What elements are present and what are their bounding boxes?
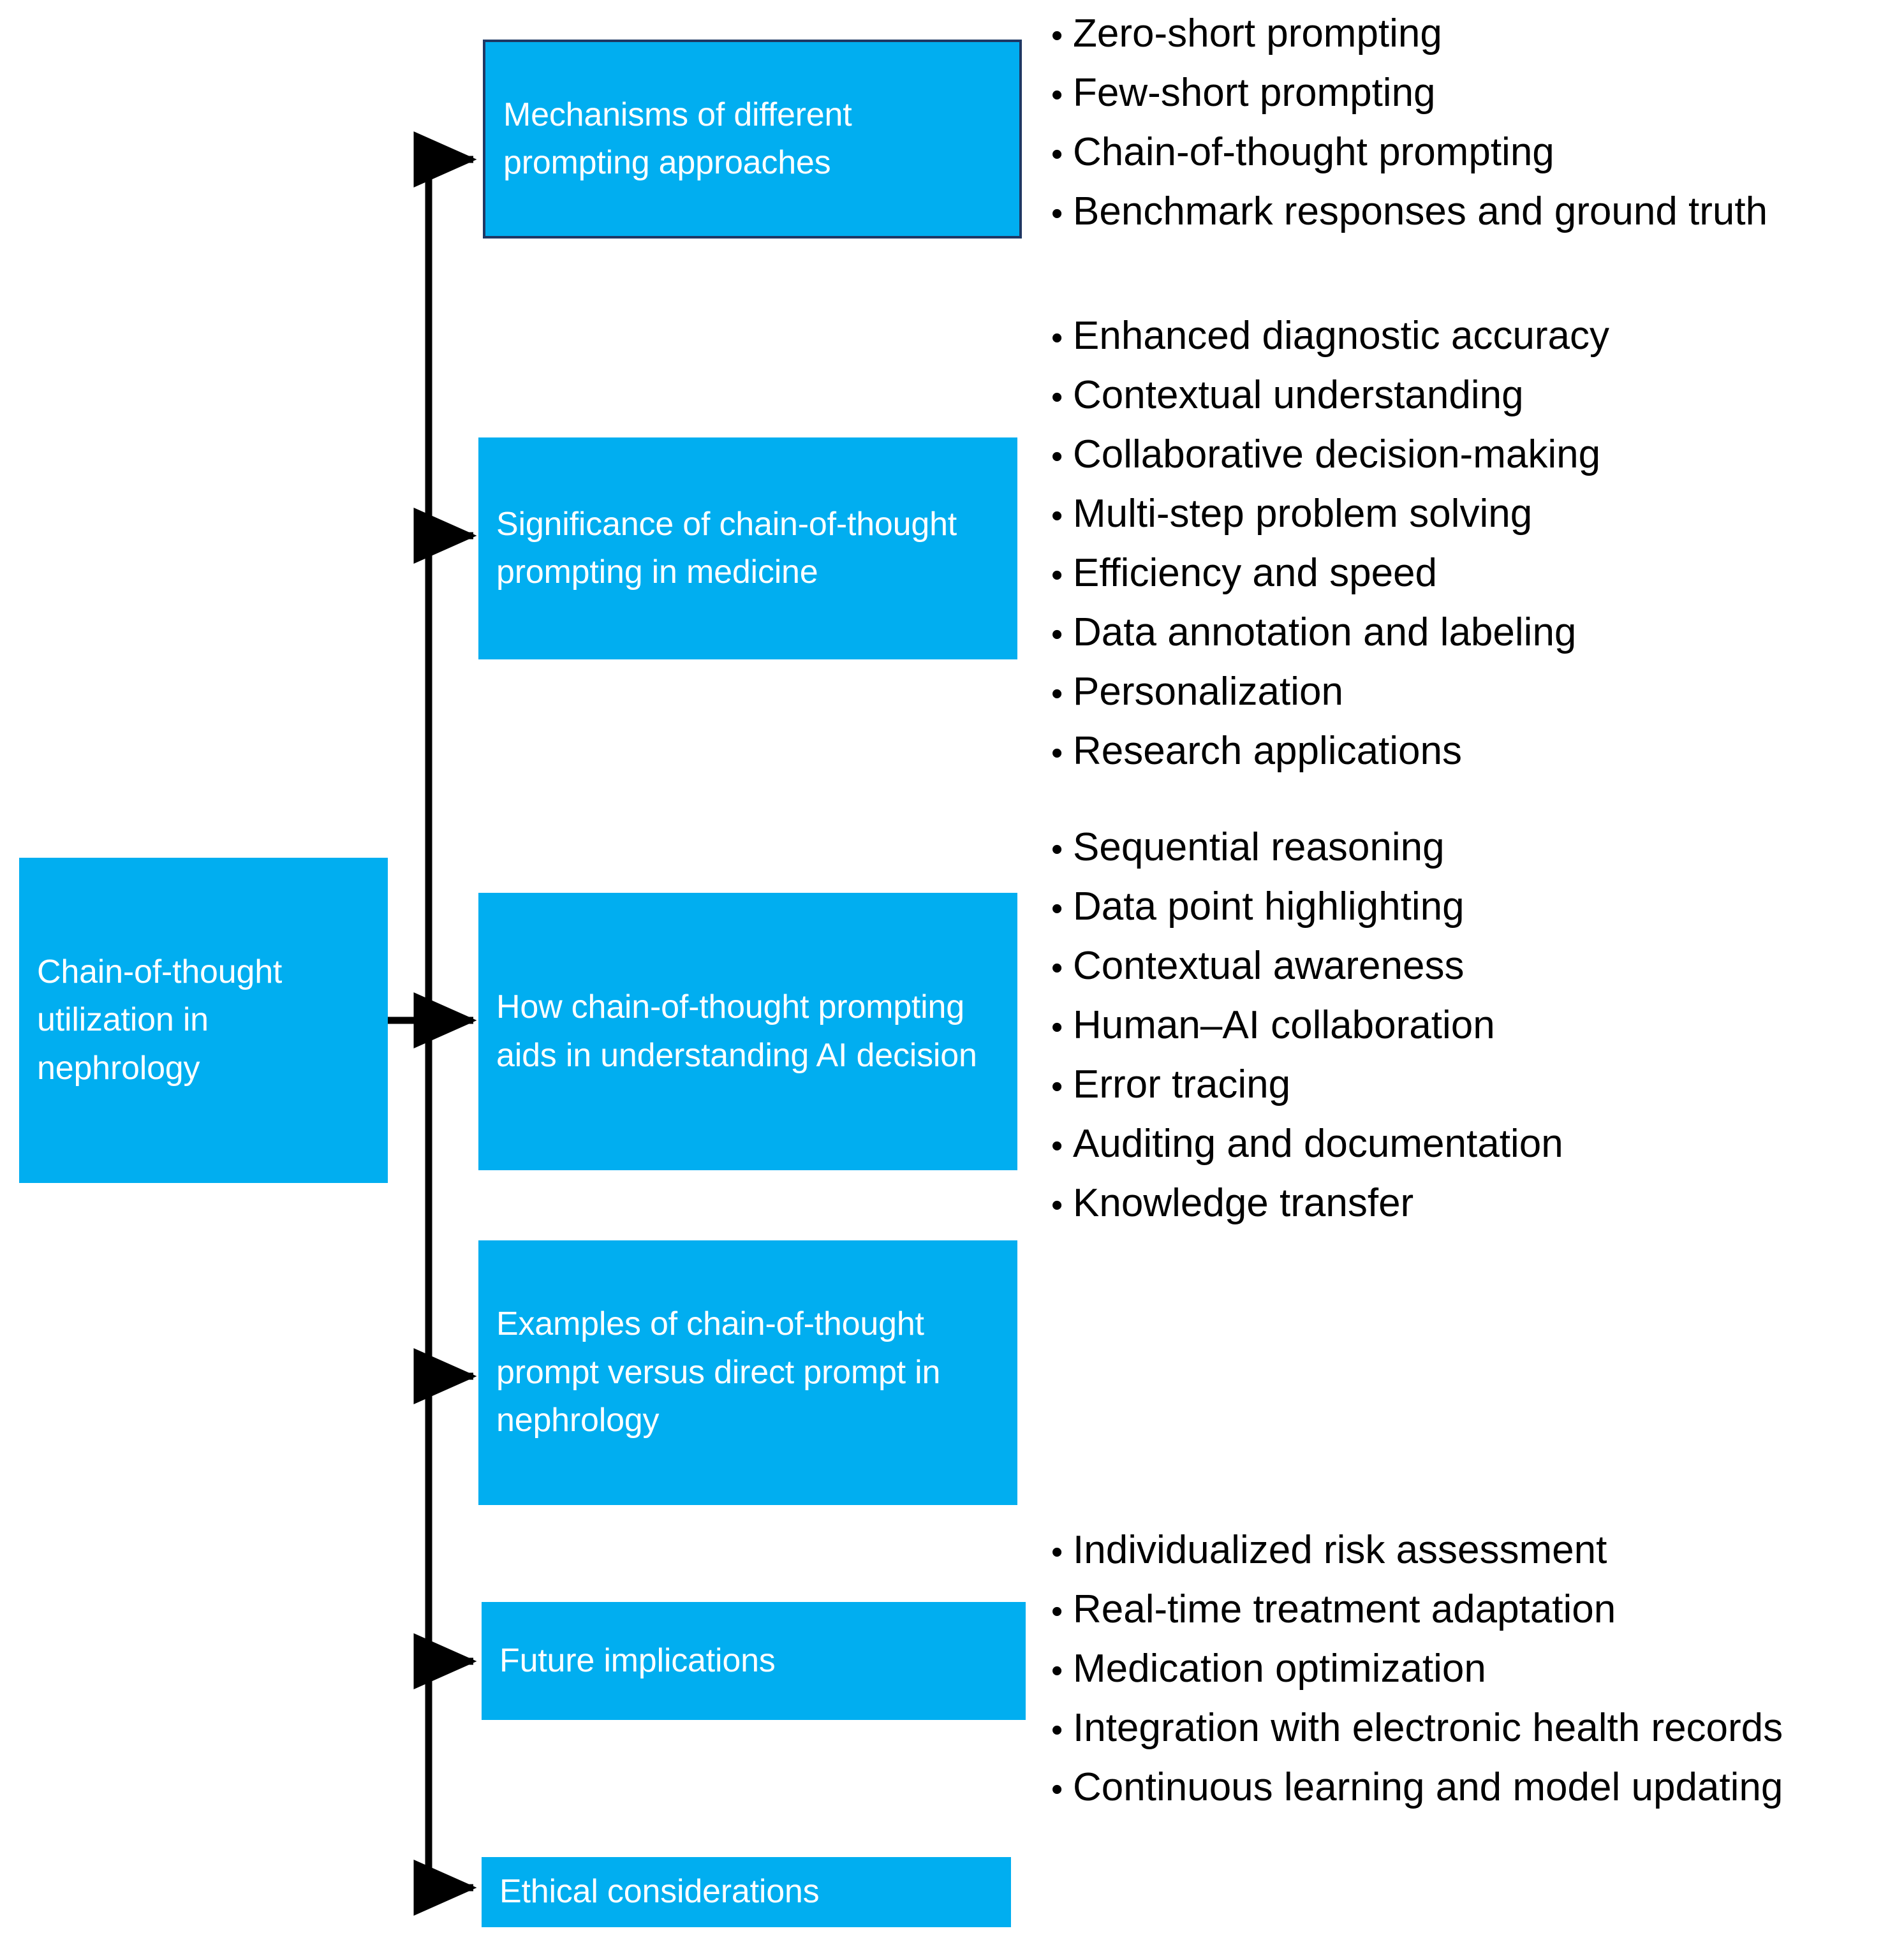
list-item: • Efficiency and speed	[1051, 554, 1609, 613]
bullet-label: Auditing and documentation	[1073, 1122, 1563, 1166]
list-item: • Sequential reasoning	[1051, 828, 1563, 887]
bullet-dot-icon: •	[1051, 497, 1063, 534]
list-item: • Continuous learning and model updating	[1051, 1768, 1783, 1827]
bullet-dot-icon: •	[1051, 1593, 1063, 1630]
bullet-label: Zero-short prompting	[1073, 11, 1442, 55]
bullet-label: Contextual understanding	[1073, 373, 1524, 417]
bullet-dot-icon: •	[1051, 1712, 1063, 1749]
list-item: • Research applications	[1051, 731, 1609, 791]
list-item: • Data point highlighting	[1051, 887, 1563, 946]
list-item: • Zero-short prompting	[1051, 14, 1767, 73]
bullet-list-future: • Individualized risk assessment • Real-…	[1051, 1531, 1783, 1827]
bullet-label: Individualized risk assessment	[1073, 1528, 1607, 1572]
bullet-label: Knowledge transfer	[1073, 1181, 1414, 1225]
bullet-dot-icon: •	[1051, 1771, 1063, 1808]
bullet-dot-icon: •	[1051, 136, 1063, 173]
node-root[interactable]: Chain-of-thought utilization in nephrolo…	[19, 858, 388, 1183]
list-item: • Contextual awareness	[1051, 946, 1563, 1006]
list-item: • Chain-of-thought prompting	[1051, 133, 1767, 192]
list-item: • Integration with electronic health rec…	[1051, 1708, 1783, 1768]
node-future-label: Future implications	[499, 1642, 776, 1679]
bullet-dot-icon: •	[1051, 831, 1063, 868]
bullet-dot-icon: •	[1051, 675, 1063, 712]
bullet-label: Research applications	[1073, 729, 1463, 773]
list-item: • Enhanced diagnostic accuracy	[1051, 316, 1609, 376]
bullet-dot-icon: •	[1051, 195, 1063, 232]
bullet-label: Error tracing	[1073, 1062, 1291, 1106]
bullet-dot-icon: •	[1051, 890, 1063, 927]
bullet-label: Data annotation and labeling	[1073, 610, 1577, 654]
bullet-dot-icon: •	[1051, 1128, 1063, 1164]
list-item: • Knowledge transfer	[1051, 1184, 1563, 1243]
list-item: • Multi-step problem solving	[1051, 494, 1609, 554]
bullet-label: Real-time treatment adaptation	[1073, 1587, 1616, 1631]
node-significance-label: Significance of chain-of-thought prompti…	[496, 505, 957, 591]
bullet-dot-icon: •	[1051, 557, 1063, 594]
bullet-label: Few-short prompting	[1073, 71, 1436, 115]
list-item: • Auditing and documentation	[1051, 1124, 1563, 1184]
bullet-dot-icon: •	[1051, 1009, 1063, 1046]
bullet-list-mechanisms: • Zero-short prompting • Few-short promp…	[1051, 14, 1767, 251]
bullet-dot-icon: •	[1051, 1534, 1063, 1571]
bullet-label: Medication optimization	[1073, 1647, 1486, 1691]
list-item: • Contextual understanding	[1051, 376, 1609, 435]
bullet-dot-icon: •	[1051, 77, 1063, 114]
list-item: • Error tracing	[1051, 1065, 1563, 1124]
bullet-label: Multi-step problem solving	[1073, 492, 1533, 536]
bullet-label: Integration with electronic health recor…	[1073, 1706, 1783, 1750]
list-item: • Personalization	[1051, 672, 1609, 731]
list-item: • Human–AI collaboration	[1051, 1006, 1563, 1065]
bullet-dot-icon: •	[1051, 438, 1063, 475]
bullet-dot-icon: •	[1051, 950, 1063, 987]
bullet-label: Efficiency and speed	[1073, 551, 1438, 595]
node-root-label: Chain-of-thought utilization in nephrolo…	[37, 953, 283, 1087]
bullet-dot-icon: •	[1051, 1652, 1063, 1689]
bullet-dot-icon: •	[1051, 320, 1063, 356]
bullet-dot-icon: •	[1051, 1187, 1063, 1224]
node-significance[interactable]: Significance of chain-of-thought prompti…	[478, 437, 1017, 659]
bullet-dot-icon: •	[1051, 735, 1063, 772]
list-item: • Collaborative decision-making	[1051, 435, 1609, 494]
bullet-dot-icon: •	[1051, 616, 1063, 653]
node-aids-understanding-label: How chain-of-thought prompting aids in u…	[496, 988, 977, 1074]
bullet-dot-icon: •	[1051, 17, 1063, 54]
bullet-dot-icon: •	[1051, 379, 1063, 416]
node-examples[interactable]: Examples of chain-of-thought prompt vers…	[478, 1240, 1017, 1505]
list-item: • Data annotation and labeling	[1051, 613, 1609, 672]
bullet-list-significance: • Enhanced diagnostic accuracy • Context…	[1051, 316, 1609, 791]
node-examples-label: Examples of chain-of-thought prompt vers…	[496, 1305, 941, 1439]
bullet-label: Personalization	[1073, 670, 1343, 714]
node-aids-understanding[interactable]: How chain-of-thought prompting aids in u…	[478, 893, 1017, 1170]
node-mechanisms[interactable]: Mechanisms of different prompting approa…	[483, 40, 1022, 239]
node-ethical[interactable]: Ethical considerations	[482, 1857, 1011, 1927]
bullet-list-aids-understanding: • Sequential reasoning • Data point high…	[1051, 828, 1563, 1243]
bullet-label: Chain-of-thought prompting	[1073, 130, 1554, 174]
node-mechanisms-label: Mechanisms of different prompting approa…	[503, 96, 852, 181]
list-item: • Medication optimization	[1051, 1649, 1783, 1708]
list-item: • Real-time treatment adaptation	[1051, 1590, 1783, 1649]
list-item: • Benchmark responses and ground truth	[1051, 192, 1767, 251]
node-ethical-label: Ethical considerations	[499, 1873, 820, 1911]
bullet-label: Data point highlighting	[1073, 885, 1465, 929]
bullet-label: Collaborative decision-making	[1073, 432, 1601, 476]
bullet-dot-icon: •	[1051, 1068, 1063, 1105]
bullet-label: Contextual awareness	[1073, 944, 1465, 988]
bullet-label: Enhanced diagnostic accuracy	[1073, 314, 1609, 358]
bullet-label: Human–AI collaboration	[1073, 1003, 1495, 1047]
node-future[interactable]: Future implications	[482, 1602, 1026, 1720]
bullet-label: Sequential reasoning	[1073, 825, 1445, 869]
bullet-label: Benchmark responses and ground truth	[1073, 189, 1768, 233]
list-item: • Individualized risk assessment	[1051, 1531, 1783, 1590]
list-item: • Few-short prompting	[1051, 73, 1767, 133]
bullet-label: Continuous learning and model updating	[1073, 1765, 1783, 1809]
